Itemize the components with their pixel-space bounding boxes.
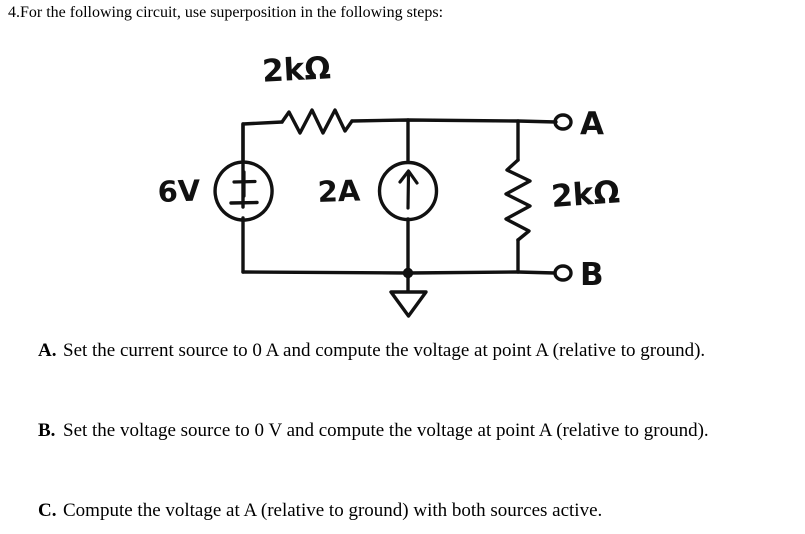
subquestion-a-text: Set the current source to 0 A and comput…	[63, 340, 706, 361]
subquestion-c: C. Compute the voltage at A (relative to…	[38, 498, 798, 524]
subquestion-a: A. Set the current source to 0 A and com…	[38, 338, 798, 364]
current-arrow-head	[398, 169, 419, 185]
series-resistor-label: 2kΩ	[261, 50, 331, 90]
load-resistor-symbol	[504, 158, 532, 242]
subquestion-b-label: B.	[38, 420, 56, 441]
subquestion-a-label: A.	[38, 340, 57, 361]
current-arrow-shaft	[406, 171, 411, 210]
question-number: 4.	[8, 4, 20, 21]
terminal-b-label: B	[580, 257, 604, 293]
current-source-circle	[377, 160, 439, 222]
subquestion-c-label: C.	[38, 500, 57, 521]
ground-junction-dot	[402, 267, 414, 279]
subquestion-b-text: Set the voltage source to 0 V and comput…	[63, 420, 709, 441]
terminal-a-label: A	[580, 106, 604, 142]
wire-top-right	[350, 118, 558, 124]
minus-bar	[229, 200, 259, 205]
current-source-label: 2A	[317, 174, 361, 209]
subquestion-b: B. Set the voltage source to 0 V and com…	[38, 418, 798, 444]
wire-bottom	[241, 270, 557, 275]
terminal-b-node	[553, 264, 573, 282]
voltage-source-label: 6V	[157, 174, 201, 209]
voltage-source-circle	[213, 160, 274, 222]
terminal-a-node	[553, 113, 573, 131]
circuit-svg: 2kΩ 6V 2A 2kΩ A B	[157, 50, 621, 318]
question-header: 4. For the following circuit, use superp…	[8, 4, 798, 22]
question-prompt: For the following circuit, use superposi…	[20, 4, 444, 21]
series-resistor-symbol	[280, 108, 354, 135]
circuit-diagram: 2kΩ 6V 2A 2kΩ A B	[0, 42, 805, 332]
ground-triangle-icon	[389, 290, 428, 318]
subquestion-c-text: Compute the voltage at A (relative to gr…	[63, 500, 603, 521]
wire-top-left	[241, 120, 284, 209]
plus-horizontal	[232, 179, 257, 184]
load-resistor-label: 2kΩ	[550, 174, 621, 215]
